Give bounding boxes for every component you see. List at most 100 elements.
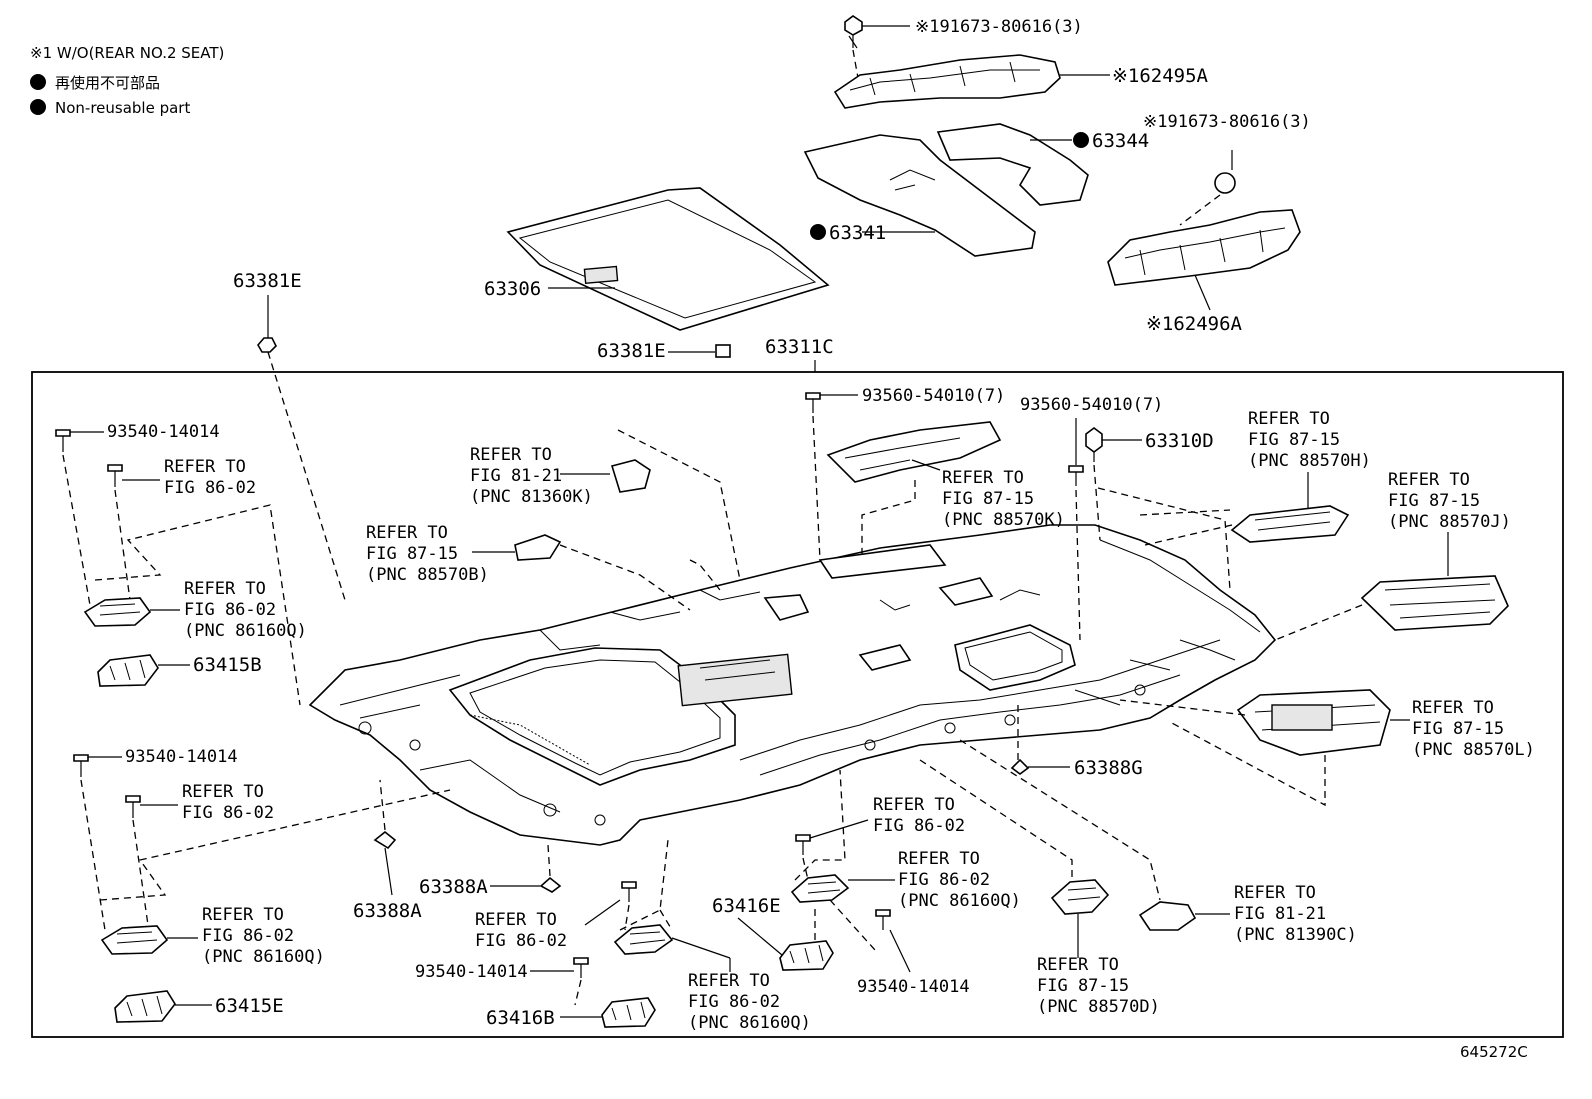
lamp-86160Q-icon xyxy=(613,924,674,955)
svg-text:FIG 86-02: FIG 86-02 xyxy=(873,816,965,836)
pad-63341-icon xyxy=(803,134,1036,257)
label-93540-14014-a: 93540-14014 xyxy=(107,422,220,442)
sunshade-63306-icon xyxy=(506,187,830,331)
label-93560-54010-a: 93560-54010(7) xyxy=(862,386,1005,406)
svg-text:(PNC 86160Q): (PNC 86160Q) xyxy=(898,891,1021,911)
label-191673-80616-right: ※191673-80616(3) xyxy=(1143,112,1311,132)
svg-text:FIG 87-15: FIG 87-15 xyxy=(1388,491,1480,511)
lamp-88570D-icon xyxy=(1050,879,1110,915)
svg-text:FIG 81-21: FIG 81-21 xyxy=(1234,904,1326,924)
lamp-88570L-icon xyxy=(1236,689,1391,756)
screw-93540-icon xyxy=(73,754,89,777)
svg-text:FIG 86-02: FIG 86-02 xyxy=(184,600,276,620)
refer-fig-86-02-Q3: REFER TO FIG 86-02 (PNC 86160Q) xyxy=(688,971,811,1033)
svg-text:REFER TO: REFER TO xyxy=(475,910,557,930)
non-reusable-bullet-icon xyxy=(30,99,46,115)
label-63306: 63306 xyxy=(484,278,541,300)
label-191673-80616-top: ※191673-80616(3) xyxy=(915,17,1083,37)
label-93540-14014-d: 93540-14014 xyxy=(857,977,970,997)
label-63388A-a: 63388A xyxy=(419,876,488,898)
label-63344: 63344 xyxy=(1092,130,1149,152)
svg-text:REFER TO: REFER TO xyxy=(366,523,448,543)
svg-text:REFER TO: REFER TO xyxy=(1388,470,1470,490)
svg-text:REFER TO: REFER TO xyxy=(182,782,264,802)
svg-text:REFER TO: REFER TO xyxy=(1248,409,1330,429)
svg-text:REFER TO: REFER TO xyxy=(1037,955,1119,975)
clip-63381E-icon xyxy=(715,344,731,358)
svg-text:(PNC 88570D): (PNC 88570D) xyxy=(1037,997,1160,1017)
clip-63388G-icon xyxy=(1010,758,1030,775)
svg-text:(PNC 88570B): (PNC 88570B) xyxy=(366,565,489,585)
svg-text:(PNC 88570J): (PNC 88570J) xyxy=(1388,512,1511,532)
svg-text:REFER TO: REFER TO xyxy=(1234,883,1316,903)
refer-fig-87-15-88570H: REFER TO FIG 87-15 (PNC 88570H) xyxy=(1248,409,1371,471)
non-reusable-bullet-icon xyxy=(810,224,826,240)
non-reusable-bullet-icon xyxy=(30,74,46,90)
refer-fig-86-02-Q4: REFER TO FIG 86-02 (PNC 86160Q) xyxy=(898,849,1021,911)
screw-93540-icon xyxy=(55,429,71,452)
lamp-81360K-icon xyxy=(610,459,651,493)
bracket-62496A-icon xyxy=(1107,209,1301,286)
svg-text:REFER TO: REFER TO xyxy=(873,795,955,815)
bolt-191673-top-icon xyxy=(844,15,863,49)
pad-63344-icon xyxy=(936,123,1089,206)
label-63381E-mid: 63381E xyxy=(597,340,666,362)
label-63415E: 63415E xyxy=(215,995,284,1017)
svg-text:FIG 87-15: FIG 87-15 xyxy=(1037,976,1129,996)
label-63416B: 63416B xyxy=(486,1007,555,1029)
svg-text:(PNC 81360K): (PNC 81360K) xyxy=(470,487,593,507)
svg-text:FIG 86-02: FIG 86-02 xyxy=(164,478,256,498)
clip-63381E-icon xyxy=(257,337,277,353)
headliner-63311C-icon xyxy=(308,524,1277,846)
svg-text:FIG 87-15: FIG 87-15 xyxy=(366,544,458,564)
label-63381E-left: 63381E xyxy=(233,270,302,292)
clip-63388A-icon xyxy=(539,876,562,893)
screw-93540-icon xyxy=(875,909,891,930)
svg-text:REFER TO: REFER TO xyxy=(942,468,1024,488)
svg-text:(PNC 88570H): (PNC 88570H) xyxy=(1248,451,1371,471)
label-63310D: 63310D xyxy=(1145,430,1214,452)
label-93560-54010-b: 93560-54010(7) xyxy=(1020,395,1163,415)
lamp-86160Q-icon xyxy=(790,874,850,903)
bracket-63415E-icon xyxy=(114,990,176,1023)
label-63388A-b: 63388A xyxy=(353,900,422,922)
bracket-63416B-icon xyxy=(601,997,656,1028)
svg-text:REFER TO: REFER TO xyxy=(470,445,552,465)
refer-fig-87-15-88570D: REFER TO FIG 87-15 (PNC 88570D) xyxy=(1037,955,1160,1017)
lamp-86160Q-icon xyxy=(100,925,169,955)
bracket-62495A-icon xyxy=(833,54,1061,109)
lamp-88570K-icon xyxy=(826,421,1002,483)
refer-fig-86-02-d: REFER TO FIG 86-02 xyxy=(873,795,965,836)
lamp-86160Q-icon xyxy=(83,597,152,627)
refer-fig-87-15-88570K: REFER TO FIG 87-15 (PNC 88570K) xyxy=(942,468,1065,530)
svg-text:FIG 86-02: FIG 86-02 xyxy=(475,931,567,951)
svg-text:(PNC 88570K): (PNC 88570K) xyxy=(942,510,1065,530)
lamp-88570J-icon xyxy=(1360,575,1509,631)
refer-fig-81-21-81390C: REFER TO FIG 81-21 (PNC 81390C) xyxy=(1234,883,1357,945)
svg-text:FIG 87-15: FIG 87-15 xyxy=(1412,719,1504,739)
svg-text:(PNC 86160Q): (PNC 86160Q) xyxy=(202,947,325,967)
bracket-63415B-icon xyxy=(97,654,159,687)
svg-text:REFER TO: REFER TO xyxy=(164,457,246,477)
screw-small-icon xyxy=(107,464,123,487)
screw-small-icon xyxy=(621,881,637,902)
legend-non-reusable-en: Non-reusable part xyxy=(55,99,190,117)
refer-fig-81-21-81360K: REFER TO FIG 81-21 (PNC 81360K) xyxy=(470,445,593,507)
bolt-191673-right-icon xyxy=(1214,150,1236,194)
svg-text:(PNC 88570L): (PNC 88570L) xyxy=(1412,740,1535,760)
label-63388G: 63388G xyxy=(1074,757,1143,779)
legend-note-w-o-rear-seat: ※1 W/O(REAR NO.2 SEAT) xyxy=(30,44,224,62)
svg-text:FIG 86-02: FIG 86-02 xyxy=(202,926,294,946)
svg-text:FIG 87-15: FIG 87-15 xyxy=(942,489,1034,509)
label-63311C: 63311C xyxy=(765,336,834,358)
svg-text:REFER TO: REFER TO xyxy=(898,849,980,869)
label-93540-14014-c: 93540-14014 xyxy=(415,962,528,982)
headliner-assembly-frame xyxy=(31,371,1564,1038)
refer-fig-87-15-88570L: REFER TO FIG 87-15 (PNC 88570L) xyxy=(1412,698,1535,760)
label-63416E: 63416E xyxy=(712,895,781,917)
clip-63388A-icon xyxy=(373,830,397,850)
svg-text:REFER TO: REFER TO xyxy=(1412,698,1494,718)
diagram-code: 645272C xyxy=(1460,1043,1528,1061)
screw-small-icon xyxy=(125,795,141,818)
refer-fig-87-15-88570J: REFER TO FIG 87-15 (PNC 88570J) xyxy=(1388,470,1511,532)
